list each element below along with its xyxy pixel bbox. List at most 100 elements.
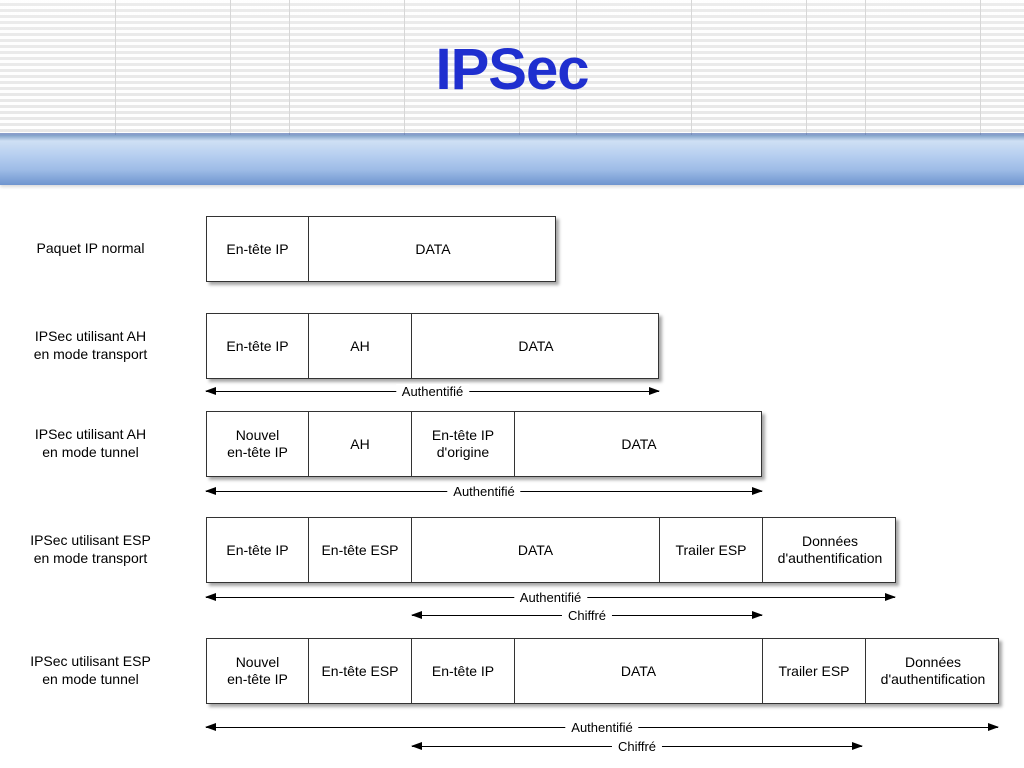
encrypted-range-arrow: Chiffré <box>411 608 763 623</box>
arrow-head-left-icon <box>411 742 422 750</box>
arrow-label: Chiffré <box>611 739 663 754</box>
packet-field-label: En-tête IP <box>226 240 289 257</box>
row-label: IPSec utilisant ESP en mode tunnel <box>8 652 173 688</box>
row-label: IPSec utilisant AH en mode transport <box>8 327 173 363</box>
authenticated-range-arrow: Authentifié <box>205 590 896 605</box>
text-line: d'origine <box>436 444 490 460</box>
text-line: en mode tunnel <box>42 671 139 687</box>
header-grid-line <box>980 0 981 135</box>
text-line: IPSec utilisant AH <box>34 426 147 442</box>
arrow-head-left-icon <box>205 723 216 731</box>
text-line: d'authentification <box>777 550 883 566</box>
packet-field-label: En-tête IP <box>226 541 289 558</box>
packet-field: Trailer ESP <box>660 518 763 582</box>
packet-field: DATA <box>412 314 660 378</box>
packet-field-label: En-tête IP <box>431 662 495 679</box>
arrow-head-right-icon <box>885 593 896 601</box>
arrow-label: Authentifié <box>565 720 639 735</box>
packet-field-label: En-tête IP <box>226 337 289 354</box>
text-line: Nouvel <box>235 427 280 443</box>
arrow-head-left-icon <box>411 611 422 619</box>
packet-field: En-tête IP <box>207 518 309 582</box>
arrow-head-left-icon <box>205 387 216 395</box>
packet-field: En-tête ESP <box>309 639 412 703</box>
packet-field-label: DATA <box>518 337 554 354</box>
arrow-label: Authentifié <box>447 484 521 499</box>
header-grid-line <box>865 0 866 135</box>
arrow-head-right-icon <box>752 611 763 619</box>
header-grid-line <box>806 0 807 135</box>
packet-field-label: Trailer ESP <box>778 662 850 679</box>
packet-field-label: AH <box>350 337 370 354</box>
packet-field: En-tête IP <box>412 639 515 703</box>
text-line: Paquet IP normal <box>36 240 145 256</box>
header-grid-line <box>115 0 116 135</box>
authenticated-range-arrow: Authentifié <box>205 484 763 499</box>
row-label: IPSec utilisant ESP en mode transport <box>8 531 173 567</box>
packet-field-label: DATA <box>415 240 451 257</box>
packet-field: AH <box>309 412 412 476</box>
header-grid-line <box>289 0 290 135</box>
packet-field-label: DATA <box>620 662 657 679</box>
packet-field-label: DATA <box>621 435 657 452</box>
text-line: en mode transport <box>33 346 148 362</box>
text-line: IPSec utilisant ESP <box>30 532 151 548</box>
header-grid-line <box>519 0 520 135</box>
packet-field-label: DATA <box>517 541 554 558</box>
text-line: en-tête IP <box>227 444 288 460</box>
arrow-label: Chiffré <box>561 608 613 623</box>
header-grid-line <box>576 0 577 135</box>
packet-box: En-tête IP AH DATA <box>206 313 659 379</box>
packet-field-label: En-tête ESP <box>321 541 399 558</box>
authenticated-range-arrow: Authentifié <box>205 720 999 735</box>
text-line: en mode transport <box>33 550 148 566</box>
packet-field-label: Trailer ESP <box>675 541 747 558</box>
arrow-head-right-icon <box>752 487 763 495</box>
authenticated-range-arrow: Authentifié <box>205 384 660 399</box>
packet-box: En-tête IP DATA <box>206 216 556 282</box>
arrow-head-left-icon <box>205 487 216 495</box>
header-band <box>0 135 1024 185</box>
encrypted-range-arrow: Chiffré <box>411 739 863 754</box>
text-line: IPSec utilisant ESP <box>30 653 151 669</box>
header-grid-line <box>404 0 405 135</box>
row-label: IPSec utilisant AH en mode tunnel <box>8 425 173 461</box>
row-label: Paquet IP normal <box>8 239 173 257</box>
packet-field: DATA <box>309 217 557 281</box>
text-line: Données <box>801 533 859 549</box>
packet-field: DATA <box>515 639 763 703</box>
arrow-head-right-icon <box>988 723 999 731</box>
arrow-head-right-icon <box>852 742 863 750</box>
packet-field-label: En-tête ESP <box>321 662 399 679</box>
arrow-head-left-icon <box>205 593 216 601</box>
slide-title: IPSec <box>435 37 590 102</box>
header-band-edge <box>0 133 1024 136</box>
arrow-head-right-icon <box>649 387 660 395</box>
slide-header: IPSec <box>0 0 1024 135</box>
arrow-label: Authentifié <box>395 384 470 399</box>
packet-field: En-tête IP <box>207 314 309 378</box>
packet-box: En-tête IP En-tête ESP DATA Trailer ESP Donn… <box>206 517 896 583</box>
packet-field-label: AH <box>350 435 370 452</box>
text-line: d'authentification <box>880 671 986 687</box>
text-line: Nouvel <box>235 654 280 670</box>
text-line: IPSec utilisant AH <box>34 328 147 344</box>
text-line: en mode tunnel <box>42 444 139 460</box>
header-grid-line <box>691 0 692 135</box>
header-grid-line <box>230 0 231 135</box>
packet-field: En-tête ESP <box>309 518 412 582</box>
packet-field: Trailer ESP <box>763 639 866 703</box>
text-line: En-tête IP <box>431 427 495 443</box>
packet-field: DATA <box>412 518 660 582</box>
packet-field: En-tête IP <box>207 217 309 281</box>
